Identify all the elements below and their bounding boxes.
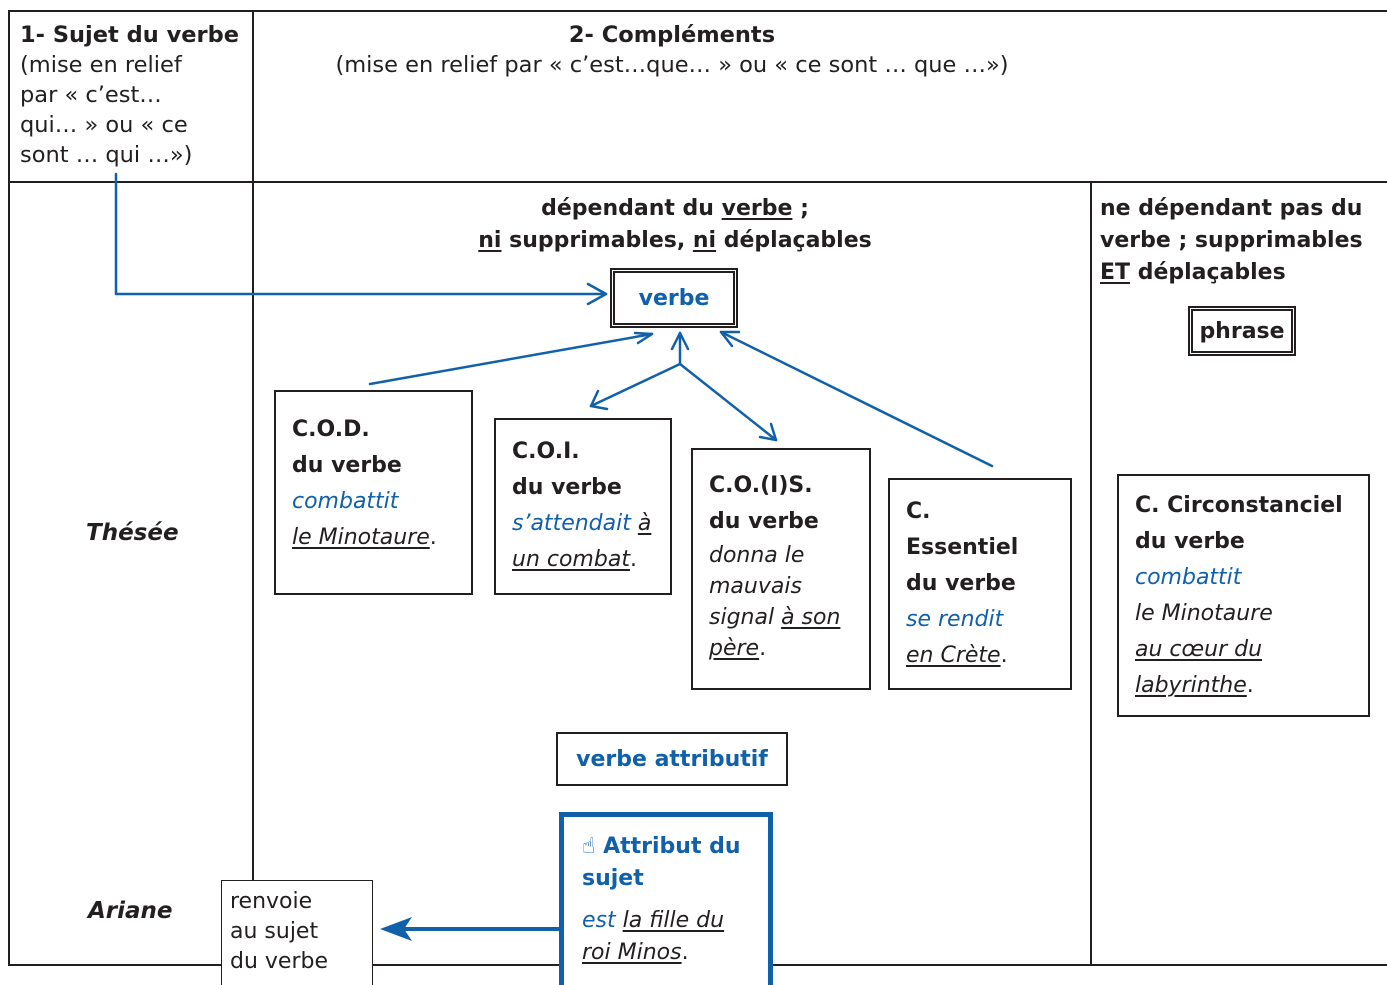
cod-example-complement: le Minotaure — [292, 525, 430, 550]
coi-title: C.O.I. — [512, 439, 580, 464]
dependent-title-ni: ni — [692, 228, 717, 253]
ce-example-period: . — [1000, 643, 1008, 668]
coi-example-prep: à — [637, 511, 652, 536]
cc-example-verb: combattit — [1135, 565, 1242, 590]
header-subject-line: sont … qui …») — [20, 142, 193, 168]
cc-example-complement: labyrinthe — [1135, 673, 1247, 698]
cod-to-verbe-arrow — [368, 332, 654, 386]
attribut-example-verb: est — [582, 908, 616, 933]
cc-subtitle: du verbe — [1135, 529, 1245, 554]
subject-ariane: Ariane — [88, 898, 173, 924]
arrowhead — [586, 282, 608, 306]
independent-title-line: déplaçables — [1130, 260, 1286, 285]
arrowhead — [633, 331, 654, 345]
arrowhead — [670, 331, 690, 351]
cois-title: C.O.(I)S. — [709, 473, 813, 498]
pointing-hand-icon: ☝ — [582, 834, 596, 859]
coi-box: C.O.I. du verbe s’attendait à un combat. — [494, 418, 672, 595]
attribut-box: ☝ Attribut du sujet est la fille du roi … — [559, 812, 773, 985]
table-left-border — [8, 10, 10, 966]
ce-to-verbe-arrow — [719, 330, 994, 468]
independent-title-line: ne dépendant pas du — [1100, 196, 1363, 221]
arrowhead — [719, 330, 741, 348]
dependent-title-ni: ni — [478, 228, 502, 253]
arrowhead — [589, 389, 609, 411]
cois-arrow — [678, 362, 778, 442]
dependent-title: dépendant du verbe ; ni supprimables, ni… — [380, 193, 970, 257]
ce-title: C. — [906, 499, 931, 524]
coi-subtitle: du verbe — [512, 475, 622, 500]
cois-example-period: . — [759, 636, 767, 661]
attribut-example-complement: roi Minos — [582, 940, 682, 965]
cois-example-line: signal — [709, 605, 782, 630]
attribut-example-period: . — [681, 940, 689, 965]
table-top-border — [8, 10, 1387, 12]
dependent-title-text: ; — [792, 196, 809, 221]
cod-subtitle: du verbe — [292, 453, 402, 478]
header-subject-line: par « c’est… — [20, 82, 162, 108]
cod-title: C.O.D. — [292, 417, 370, 442]
header-complements-subtitle: (mise en relief par « c’est…que… » ou « … — [335, 52, 1009, 78]
coi-example-period: . — [629, 547, 637, 572]
header-subject-line: (mise en relief — [20, 52, 182, 78]
independent-title-line: verbe ; supprimables — [1100, 228, 1363, 253]
header-bottom-border — [8, 181, 1387, 183]
dependent-title-text: dépendant du — [541, 196, 722, 221]
cois-box: C.O.(I)S. du verbe donna le mauvais sign… — [691, 448, 871, 690]
note-line: au sujet — [230, 919, 319, 944]
dependent-title-text: supprimables, — [501, 228, 693, 253]
column-divider-1 — [252, 10, 254, 966]
cc-example-object: le Minotaure — [1135, 601, 1273, 626]
coi-example-complement: un combat — [512, 547, 630, 572]
dependent-title-text: déplaçables — [716, 228, 872, 253]
cois-example-line: donna le — [709, 543, 805, 568]
attribut-title: sujet — [582, 866, 644, 891]
ce-example-complement: en Crète — [906, 643, 1001, 668]
arrowhead — [380, 917, 412, 941]
coi-example-verb: s’attendait — [512, 511, 638, 536]
cc-example-period: . — [1246, 673, 1254, 698]
independent-title-et: ET — [1100, 260, 1131, 285]
verbe-attributif-box: verbe attributif — [556, 732, 788, 786]
cod-example-period: . — [429, 525, 437, 550]
header-complements-cell: 2- Compléments (mise en relief par « c’e… — [254, 20, 1090, 80]
ce-example-verb: se rendit — [906, 607, 1004, 632]
cc-box: C. Circonstanciel du verbe combattit le … — [1117, 474, 1370, 717]
attribut-example-complement: la fille du — [622, 908, 725, 933]
note-line: du verbe — [230, 949, 329, 974]
dependent-title-verbe: verbe — [721, 196, 793, 221]
header-subject-line: qui… » ou « ce — [20, 112, 188, 138]
cois-example-line: mauvais — [709, 574, 802, 599]
coi-arrow — [589, 362, 682, 408]
header-subject-title: 1- Sujet du verbe — [20, 22, 239, 48]
header-complements-title: 2- Compléments — [568, 22, 776, 48]
ce-title: Essentiel — [906, 535, 1019, 560]
ce-subtitle: du verbe — [906, 571, 1016, 596]
phrase-box: phrase — [1188, 306, 1296, 356]
independent-title: ne dépendant pas du verbe ; supprimables… — [1100, 193, 1387, 289]
cc-example-complement: au cœur du — [1135, 637, 1263, 662]
cois-example-complement: père — [709, 636, 760, 661]
cod-example-verb: combattit — [292, 489, 399, 514]
cois-example-prep: à son — [781, 605, 841, 630]
note-box: renvoie au sujet du verbe — [221, 880, 373, 985]
ce-box: C. Essentiel du verbe se rendit en Crète… — [888, 478, 1072, 690]
cod-box: C.O.D. du verbe combattit le Minotaure. — [274, 390, 473, 595]
note-line: renvoie — [230, 889, 313, 914]
cois-subtitle: du verbe — [709, 509, 819, 534]
attribut-title: Attribut du — [603, 834, 741, 859]
header-subject-cell: 1- Sujet du verbe (mise en relief par « … — [20, 20, 250, 170]
cc-title: C. Circonstanciel — [1135, 493, 1343, 518]
verbe-box: verbe — [610, 268, 738, 328]
subject-thesee: Thésée — [86, 520, 179, 546]
column-divider-2 — [1090, 181, 1092, 966]
arrowhead — [758, 422, 778, 442]
